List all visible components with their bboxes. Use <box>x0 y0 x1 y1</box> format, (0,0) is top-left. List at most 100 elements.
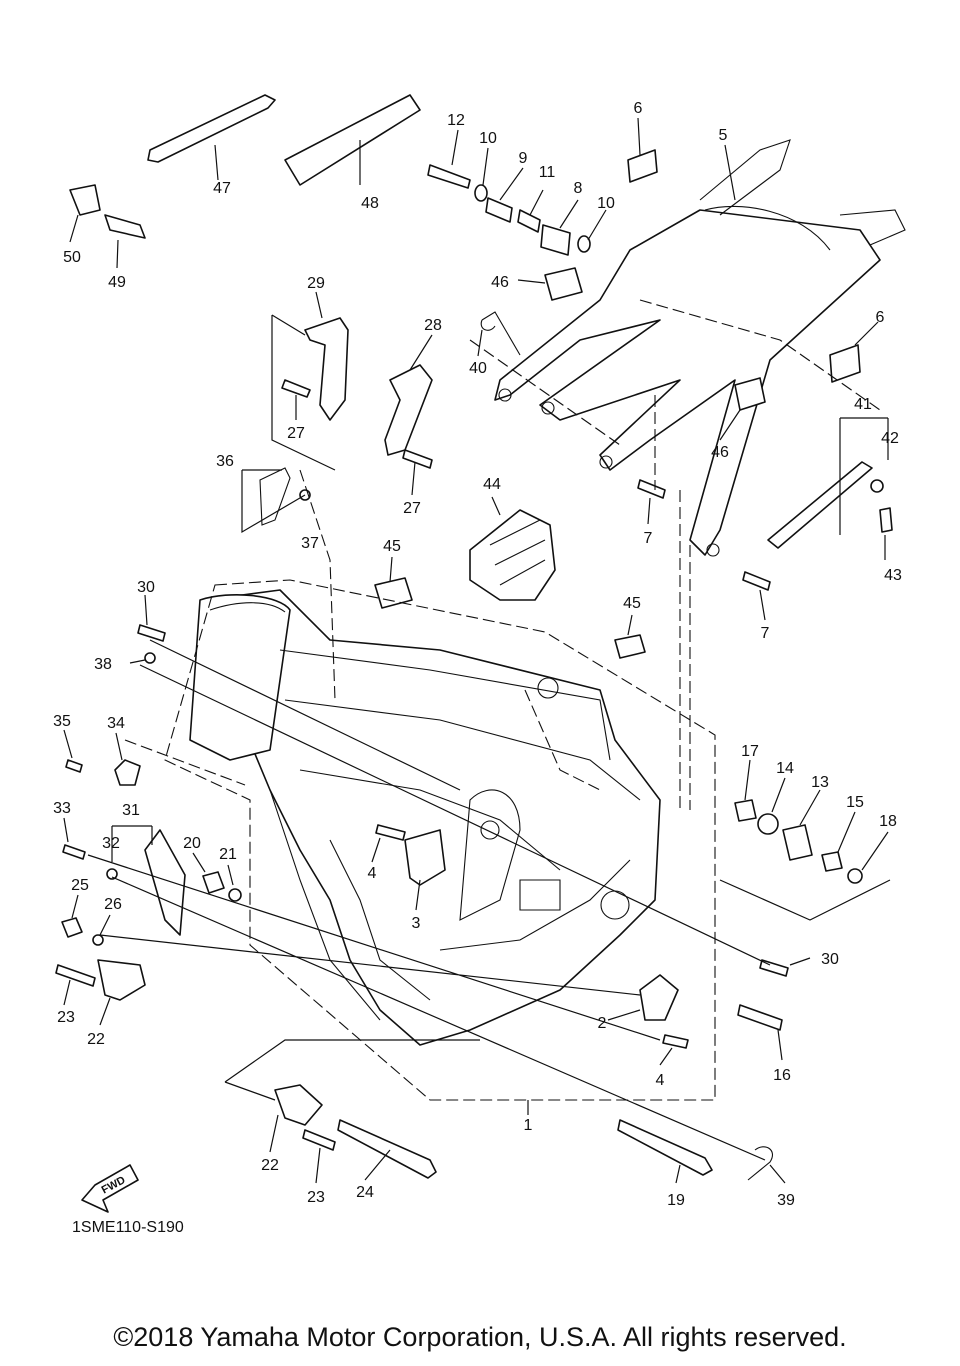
callout-33: 33 <box>53 800 71 817</box>
callout-labels: 1 2 3 4 4 5 6 6 7 7 8 9 10 10 11 12 13 1… <box>53 100 902 1209</box>
label-6-top <box>627 149 658 183</box>
callout-41: 41 <box>854 396 872 413</box>
bolt-4-lower <box>662 1034 689 1049</box>
callout-30b: 30 <box>821 951 839 968</box>
bracket-22-left <box>97 959 146 1001</box>
callout-46b: 46 <box>711 444 729 461</box>
bolt-24 <box>337 1119 437 1179</box>
callout-35: 35 <box>53 713 71 730</box>
collar-9 <box>485 197 513 223</box>
callout-45: 45 <box>383 538 401 555</box>
callout-46: 46 <box>491 274 509 291</box>
callout-22: 22 <box>87 1031 105 1048</box>
bolt-4-upper <box>375 824 406 841</box>
callout-5: 5 <box>719 127 728 144</box>
callout-15: 15 <box>846 794 864 811</box>
bolt-23-left <box>55 964 96 987</box>
bolt-49 <box>104 214 146 239</box>
clamp-46-lower <box>734 377 766 411</box>
bolt-7-upper <box>637 479 666 499</box>
label-6-right <box>829 344 861 383</box>
bracket-29 <box>304 317 349 421</box>
callout-47: 47 <box>213 180 231 197</box>
callout-43: 43 <box>884 567 902 584</box>
callout-27b: 27 <box>403 500 421 517</box>
collar-15 <box>821 851 843 872</box>
collar-14 <box>757 813 779 835</box>
callout-4b: 4 <box>656 1072 665 1089</box>
guard-44 <box>469 509 556 601</box>
callout-14: 14 <box>776 760 794 777</box>
callout-11: 11 <box>539 164 556 181</box>
bolt-23-bottom <box>302 1129 336 1151</box>
callout-24: 24 <box>356 1184 374 1201</box>
leader-lines <box>63 117 891 1184</box>
callout-28: 28 <box>424 317 442 334</box>
screw-35 <box>65 759 83 773</box>
callout-42: 42 <box>881 430 899 447</box>
callout-29: 29 <box>307 275 325 292</box>
washer-10 <box>474 184 488 202</box>
group-dashes <box>124 299 881 1101</box>
clamp-46-upper <box>544 267 583 301</box>
callout-4: 4 <box>368 865 377 882</box>
bolt-27-right <box>402 449 433 469</box>
rod-41 <box>767 461 873 549</box>
callout-8: 8 <box>574 180 583 197</box>
guide-31 <box>144 829 186 936</box>
callout-50: 50 <box>63 249 81 266</box>
washer-10b <box>577 235 591 253</box>
bushing-8 <box>540 224 571 256</box>
clamp-45-right <box>614 634 646 659</box>
bracket-22-bottom <box>274 1084 323 1126</box>
bracket-3 <box>404 829 446 886</box>
callout-20: 20 <box>183 835 201 852</box>
collar-32 <box>106 868 118 880</box>
callout-44: 44 <box>483 476 501 493</box>
washer-26 <box>92 934 104 946</box>
callout-23b: 23 <box>307 1189 325 1206</box>
callout-2: 2 <box>598 1015 607 1032</box>
callout-6: 6 <box>634 100 643 117</box>
bolt-43 <box>879 507 893 533</box>
bracket-28 <box>384 364 433 456</box>
callout-18: 18 <box>879 813 897 830</box>
clip-36 <box>259 467 291 526</box>
callout-26: 26 <box>104 896 122 913</box>
callout-7: 7 <box>644 530 653 547</box>
bolt-30-left <box>137 624 166 642</box>
bolt-12 <box>427 164 471 189</box>
main-frame <box>189 589 661 1046</box>
washer-21 <box>228 888 242 902</box>
clamp-45-left <box>374 577 413 609</box>
callout-16: 16 <box>773 1067 791 1084</box>
washer-18 <box>847 868 863 884</box>
clip-40 <box>480 311 521 356</box>
callout-23: 23 <box>57 1009 75 1026</box>
nut-25 <box>61 917 83 938</box>
callout-38: 38 <box>94 656 112 673</box>
callout-17: 17 <box>741 743 759 760</box>
rear-subframe <box>494 139 906 557</box>
extension-tool <box>284 94 421 186</box>
callout-1: 1 <box>524 1117 533 1134</box>
callout-13: 13 <box>811 774 829 791</box>
callout-40: 40 <box>469 360 487 377</box>
callout-30: 30 <box>137 579 155 596</box>
collar-50 <box>69 184 101 216</box>
callout-31: 31 <box>122 802 140 819</box>
bolt-33 <box>62 844 86 860</box>
diagram-code: 1SME110-S190 <box>72 1219 184 1236</box>
washer-42 <box>870 479 884 493</box>
callout-9: 9 <box>519 150 528 167</box>
callout-27: 27 <box>287 425 305 442</box>
callout-12: 12 <box>447 112 465 129</box>
bracket-2 <box>639 974 679 1021</box>
callout-25: 25 <box>71 877 89 894</box>
callout-48: 48 <box>361 195 379 212</box>
callout-39: 39 <box>777 1192 795 1209</box>
bolt-7-lower <box>742 571 771 591</box>
screw-38 <box>144 652 156 664</box>
collar-11 <box>517 209 541 233</box>
callout-37: 37 <box>301 535 319 552</box>
